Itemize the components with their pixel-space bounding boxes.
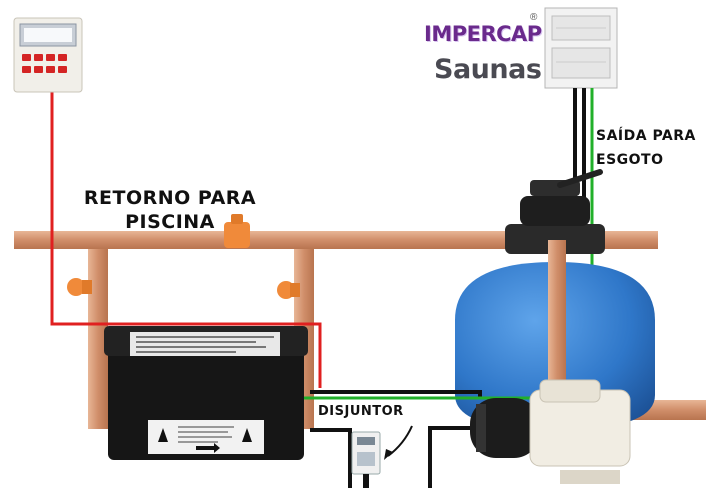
red-wire (50, 92, 322, 388)
drain-label-line1: SAÍDA PARA (596, 128, 696, 144)
registered-mark: ® (530, 12, 538, 23)
black-wire (310, 428, 352, 488)
brand-logo-top: IMPERCAP (424, 22, 542, 46)
controller-icon (13, 17, 83, 93)
valve-icon (224, 214, 250, 248)
black-wire (310, 390, 482, 398)
brand-logo-bottom: Saunas (434, 54, 542, 85)
distribution-box-icon (544, 7, 618, 89)
heater-unit-icon (104, 326, 308, 460)
return-pipe (14, 231, 658, 249)
return-label-line2: PISCINA (125, 211, 215, 233)
valve-icon (67, 278, 92, 296)
black-wire (428, 426, 470, 488)
circuit-breaker-icon (351, 431, 381, 488)
return-label: RETORNO PARA PISCINA (70, 186, 270, 234)
heater-pipe-left (88, 249, 108, 429)
drain-label: SAÍDA PARA ESGOTO (596, 124, 696, 172)
breaker-label: DISJUNTOR (318, 404, 404, 419)
pump-icon (470, 379, 631, 484)
arrow-head-icon (384, 449, 393, 460)
valve-icon (277, 281, 300, 299)
drain-label-line2: ESGOTO (596, 152, 664, 168)
filter-pipe (548, 240, 566, 410)
return-label-line1: RETORNO PARA (83, 187, 257, 209)
